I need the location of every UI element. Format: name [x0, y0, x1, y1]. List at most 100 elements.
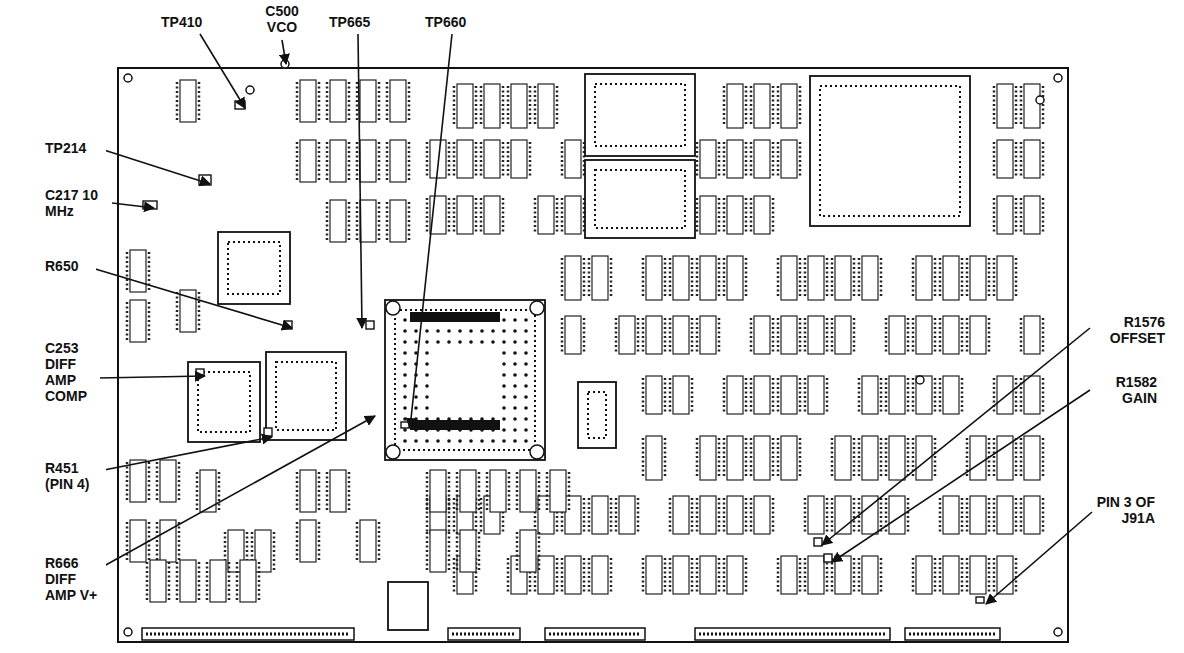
jack-part: [388, 582, 428, 630]
dip-chip: [562, 140, 584, 178]
dip-chip: [562, 316, 584, 354]
edge-connector: [448, 628, 520, 640]
pin: [513, 417, 517, 421]
pin: [502, 351, 506, 355]
hole: [1054, 74, 1062, 82]
dip-chip: [886, 316, 908, 354]
dip-chip: [697, 556, 719, 594]
pin: [403, 384, 407, 388]
dip-chip: [967, 256, 989, 300]
dip-chip: [1021, 496, 1043, 534]
dip-chip: [427, 470, 449, 512]
dip-chip: [643, 256, 665, 300]
edge-connector: [905, 628, 1000, 640]
dip-chip: [643, 316, 665, 354]
dip-chip: [994, 140, 1016, 178]
dip-chip: [940, 556, 962, 594]
dip-chip: [805, 316, 827, 354]
pin: [480, 439, 484, 443]
dip-chip: [886, 496, 908, 534]
pin: [524, 318, 528, 322]
leader-line: [832, 390, 1090, 562]
plcc-part: [218, 232, 290, 304]
dip-chip: [994, 84, 1016, 128]
dip-chip: [832, 256, 854, 300]
leader-line: [200, 34, 245, 108]
dip-chip: [967, 496, 989, 534]
pin: [491, 329, 495, 333]
dip-chip: [562, 556, 584, 594]
board-outline: [118, 68, 1068, 642]
dip-chip: [859, 556, 881, 594]
pin: [425, 439, 429, 443]
leader-line: [410, 34, 452, 428]
dip-chip: [177, 560, 199, 602]
dip-chip: [427, 530, 449, 572]
dip-chip: [357, 80, 379, 122]
pin: [502, 384, 506, 388]
small-part: [401, 422, 409, 428]
pin: [414, 439, 418, 443]
dip-chip: [994, 196, 1016, 234]
dip-chip: [387, 200, 409, 242]
dip-chip: [697, 436, 719, 480]
pin: [524, 351, 528, 355]
dip-chip: [157, 460, 179, 502]
dip-chip: [427, 196, 449, 234]
dip-chip: [481, 84, 503, 128]
dip-chip: [562, 196, 584, 234]
dip-chip: [994, 256, 1016, 300]
dip-chip: [297, 140, 319, 182]
mount-hole: [530, 301, 544, 315]
dip-chip: [697, 496, 719, 534]
dip-chip: [1021, 316, 1043, 354]
callout-label: R650: [44, 258, 96, 274]
dip-chip: [535, 84, 557, 128]
pin: [502, 417, 506, 421]
pin: [513, 428, 517, 432]
dip-chip: [913, 556, 935, 594]
board-art: [118, 60, 1068, 642]
dip-chip: [697, 196, 719, 234]
pin: [403, 340, 407, 344]
dip-chip: [751, 436, 773, 480]
dip-chip: [886, 436, 908, 480]
pin: [414, 395, 418, 399]
pin: [425, 362, 429, 366]
pin: [425, 351, 429, 355]
leader-line: [92, 268, 292, 328]
dip-chip: [832, 436, 854, 480]
dip-chip: [454, 140, 476, 178]
small-part: [366, 321, 374, 329]
dip-chip: [697, 256, 719, 300]
dip-chip: [197, 470, 219, 512]
callout-label: R1582 GAIN: [1094, 374, 1158, 406]
dip-chip: [177, 80, 199, 122]
dip-chip: [967, 556, 989, 594]
pin: [436, 439, 440, 443]
dip-chip: [751, 316, 773, 354]
pin: [513, 329, 517, 333]
pin: [513, 439, 517, 443]
dip-chip: [670, 496, 692, 534]
dip-chip: [724, 196, 746, 234]
pin: [403, 417, 407, 421]
dip-chip: [457, 530, 479, 572]
pin: [425, 340, 429, 344]
dip-chip: [994, 376, 1016, 414]
dip-chip: [778, 140, 800, 178]
dip-chip: [670, 376, 692, 414]
dip-chip: [967, 436, 989, 480]
pin: [524, 439, 528, 443]
connector-pins: [909, 633, 996, 636]
pin: [403, 428, 407, 432]
dip-chip: [562, 256, 584, 300]
dip-chip: [589, 256, 611, 300]
pin: [436, 340, 440, 344]
dip-chip: [913, 316, 935, 354]
chip-part: [578, 382, 616, 448]
callout-label: TP665: [328, 14, 390, 30]
dip-chip: [1021, 436, 1043, 480]
dip-chip: [913, 256, 935, 300]
pin: [513, 406, 517, 410]
